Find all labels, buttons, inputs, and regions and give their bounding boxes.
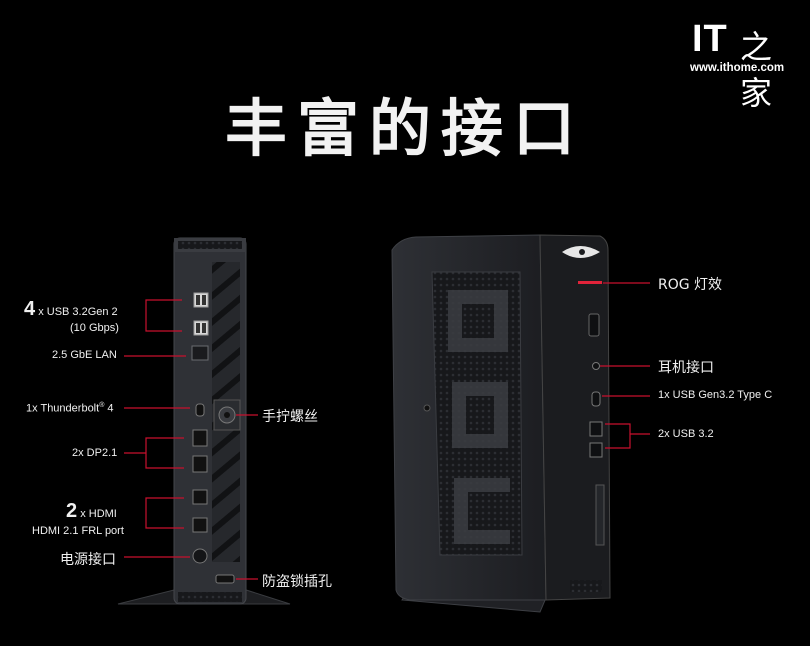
- label-rog-light: ROG 灯效: [658, 277, 723, 293]
- ithome-watermark: IT 之家 www.ithome.com: [690, 14, 800, 112]
- label-thunderbolt-reg: ®: [99, 402, 105, 409]
- label-thumbscrew: 手拧螺丝: [262, 409, 318, 425]
- label-usb-speed: (10 Gbps): [70, 322, 119, 334]
- label-hdmi-text: x HDMI: [80, 508, 117, 520]
- watermark-logo-cn: 之家: [740, 28, 773, 112]
- label-headphone: 耳机接口: [658, 360, 714, 376]
- label-hdmi-sub: HDMI 2.1 FRL port: [32, 525, 124, 537]
- label-usb-text: x USB 3.2Gen 2: [38, 306, 118, 318]
- callout-lines: [124, 282, 650, 580]
- front-view-device: [391, 234, 611, 613]
- label-usb32: 2x USB 3.2: [658, 428, 714, 440]
- label-thunderbolt-prefix: 1x Thunderbolt: [26, 402, 100, 415]
- label-dp: 2x DP2.1: [72, 447, 118, 459]
- label-thunderbolt: 1x Thunderbolt® 4: [26, 402, 114, 415]
- label-power: 电源接口: [60, 552, 116, 568]
- label-lock-slot: 防盗锁插孔: [262, 574, 332, 590]
- label-lan: 2.5 GbE LAN: [52, 349, 117, 361]
- rear-view-device: [117, 237, 291, 605]
- watermark-url: www.ithome.com: [690, 62, 785, 74]
- label-usb: 4 x USB 3.2Gen 2: [24, 298, 118, 321]
- label-hdmi: 2 x HDMI: [66, 500, 117, 523]
- label-thunderbolt-suffix: 4: [104, 402, 114, 415]
- watermark-logo-latin: IT: [692, 18, 728, 60]
- label-usb-c: 1x USB Gen3.2 Type C: [658, 389, 773, 401]
- label-hdmi-count: 2: [66, 500, 78, 522]
- label-usb-count: 4: [24, 298, 36, 320]
- page-title: 丰富的接口: [224, 92, 585, 165]
